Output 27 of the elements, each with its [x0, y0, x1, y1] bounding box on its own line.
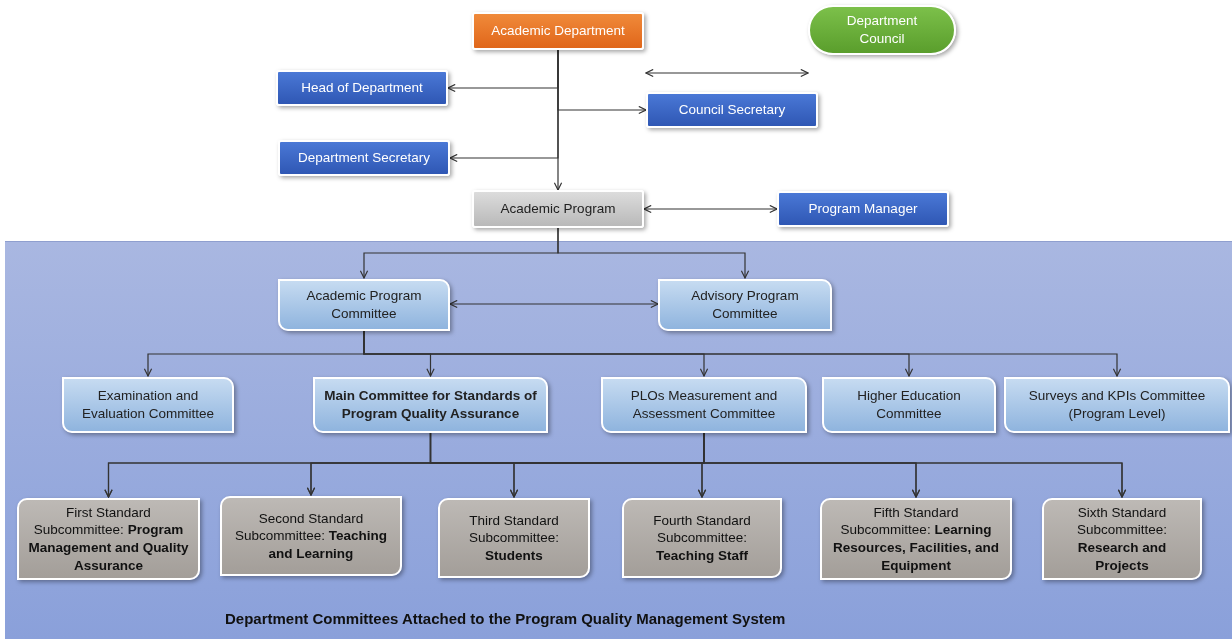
committee-box: Academic Program Committee	[278, 279, 450, 331]
role-box: Department Secretary	[278, 140, 450, 176]
panel-caption: Department Committees Attached to the Program Quality Management System	[225, 610, 786, 627]
subcommittee-box: Second Standard Subcommittee: Teaching and Learning	[220, 496, 402, 576]
committee-box: Surveys and KPIs Committee (Program Level)	[1004, 377, 1230, 433]
role-box: Head of Department	[276, 70, 448, 106]
subcommittee-box: Sixth Standard Subcommittee: Research and Projects	[1042, 498, 1202, 580]
committee-box: PLOs Measurement and Assessment Committee	[601, 377, 807, 433]
connector-arrow	[449, 299, 659, 309]
committee-box: Higher Education Committee	[822, 377, 996, 433]
connector-arrow	[553, 49, 563, 191]
subcommittee-box: First Standard Subcommittee: Program Management and Quality Assurance	[17, 498, 200, 580]
committees-panel	[5, 241, 1232, 639]
connector-arrow	[557, 227, 750, 279]
committee-box: Main Committee for Standards of Program Quality Assurance	[313, 377, 548, 433]
committee-box: Advisory Program Committee	[658, 279, 832, 331]
department-box: Academic Department	[472, 12, 644, 50]
role-box: Council Secretary	[646, 92, 818, 128]
committee-box: Examination and Evaluation Committee	[62, 377, 234, 433]
connector-arrow	[645, 68, 809, 78]
subcommittee-box: Fourth Standard Subcommittee: Teaching Staff	[622, 498, 782, 578]
role-box: Program Manager	[777, 191, 949, 227]
program-box: Academic Program	[472, 190, 644, 228]
connector-arrow	[643, 204, 778, 214]
council-pill: Department Council	[808, 5, 956, 55]
subcommittee-box: Fifth Standard Subcommittee: Learning Resources, Facilities, and Equipment	[820, 498, 1012, 580]
subcommittee-box: Third Standard Subcommittee: Students	[438, 498, 590, 578]
